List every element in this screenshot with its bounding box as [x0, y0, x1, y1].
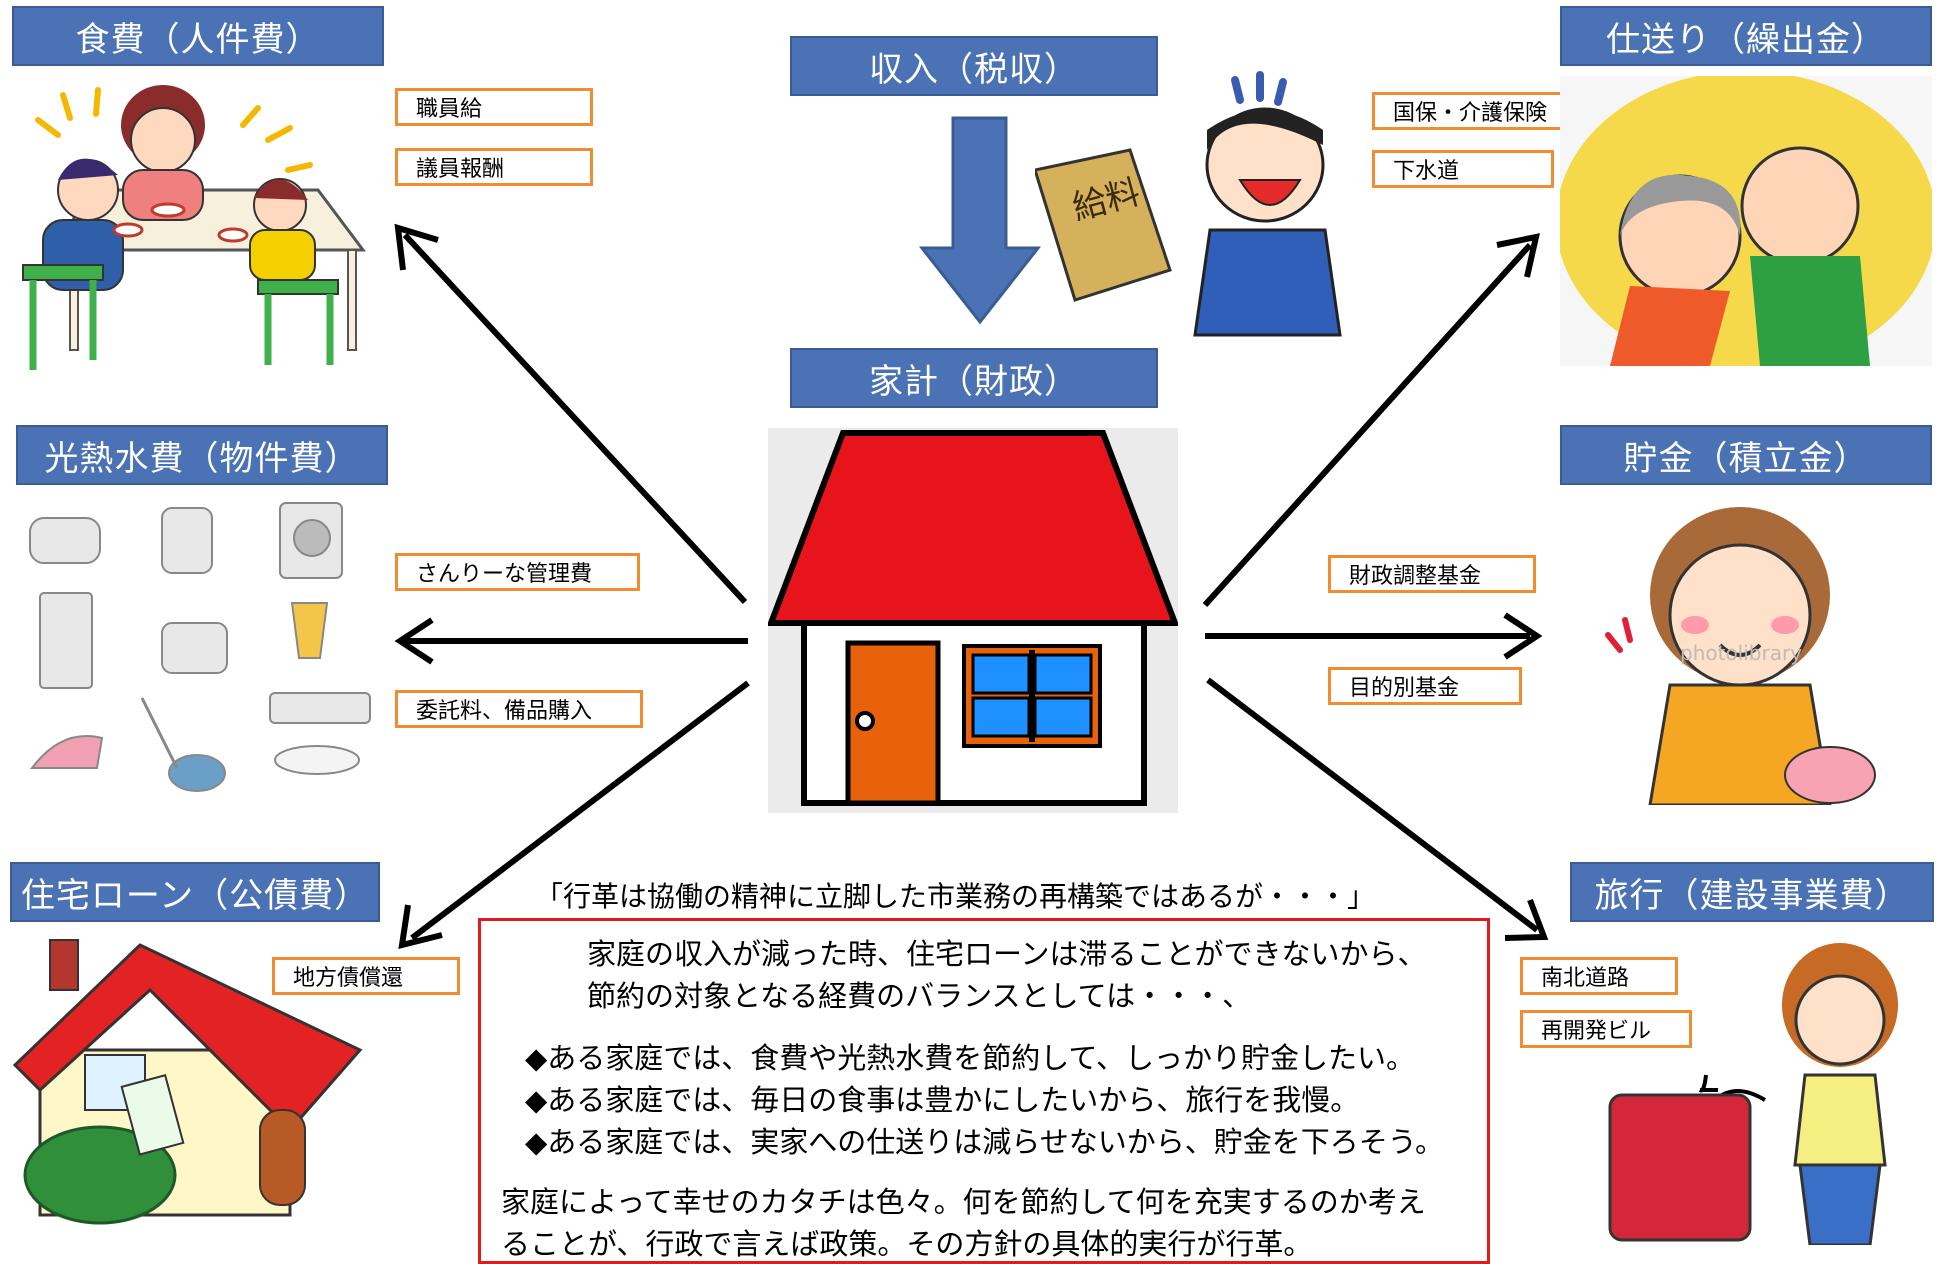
income-header: 収入（税収） — [790, 36, 1158, 96]
arrowhead-allowance — [1496, 233, 1540, 278]
appliances-illustration — [29, 502, 371, 792]
toaster — [161, 622, 228, 674]
loan-header: 住宅ローン（公債費） — [10, 862, 380, 922]
tag-council-pay: 議員報酬 — [395, 148, 593, 186]
loan-house-illustration — [12, 939, 363, 1225]
allowance-header: 仕送り（繰出金） — [1560, 6, 1932, 66]
roof — [768, 430, 1178, 626]
conclusion-line-1: 家庭によって幸せのカタチは色々。何を節約して何を充実するのか考え — [501, 1185, 1426, 1219]
tag-health-insurance: 国保・介護保険 — [1372, 92, 1594, 130]
tag-staff-salary: 職員給 — [395, 88, 593, 126]
household-header: 家計（財政） — [790, 348, 1158, 408]
tag-sewerage: 下水道 — [1372, 150, 1554, 188]
salary-man-illustration: 給料 — [1035, 71, 1342, 337]
ceiling-light — [274, 745, 360, 775]
arrow-to-allowance — [1202, 242, 1533, 608]
elderly-couple-illustration — [1560, 76, 1932, 366]
tag-facility-mgmt: さんりーな管理費 — [395, 553, 640, 591]
arrowhead-travel — [1504, 898, 1549, 941]
salary-bag — [1035, 148, 1172, 302]
conclusion-line-2: ることが、行政で言えば政策。その方針の具体的実行が行革。 — [501, 1227, 1313, 1261]
thermos — [161, 507, 213, 574]
watermark-text: photolibrary — [1680, 641, 1802, 665]
household-house-illustration — [768, 428, 1178, 813]
tag-bond-repayment: 地方債償還 — [272, 957, 460, 995]
arrowhead-utilities — [394, 617, 434, 665]
family-dining-illustration — [22, 85, 366, 370]
blender — [290, 602, 329, 659]
travel-header: 旅行（建設事業費） — [1570, 862, 1934, 922]
arrow-to-loan — [410, 680, 750, 941]
arrowhead-loan — [398, 904, 443, 950]
tag-purpose-fund: 目的別基金 — [1328, 667, 1522, 705]
piggy-bank — [1784, 746, 1876, 804]
utilities-header: 光熱水費（物件費） — [16, 425, 388, 485]
rice-cooker — [29, 517, 101, 564]
example-line-2: ◆ある家庭では、毎日の食事は豊かにしたいから、旅行を我慢。 — [525, 1083, 1360, 1117]
wallet — [23, 1125, 177, 1225]
air-conditioner — [269, 692, 371, 724]
saving-woman-illustration: photolibrary — [1605, 507, 1876, 805]
food-header: 食費（人件費） — [12, 6, 384, 66]
arrowhead-savings — [1503, 612, 1543, 660]
intro-line-1: 家庭の収入が減った時、住宅ローンは滞ることができないから、 — [587, 937, 1427, 971]
example-line-1: ◆ある家庭では、食費や光熱水費を節約して、しっかり貯金したい。 — [525, 1041, 1415, 1075]
example-line-3: ◆ある家庭では、実家への仕送りは減らせないから、貯金を下ろそう。 — [525, 1125, 1444, 1159]
tag-redevelopment: 再開発ビル — [1520, 1010, 1692, 1048]
income-down-arrow — [918, 116, 1042, 325]
intro-line-2: 節約の対象となる経費のバランスとしては・・・、 — [587, 979, 1252, 1013]
arrowhead-food — [394, 223, 439, 271]
tag-road: 南北道路 — [1520, 957, 1678, 995]
arrow-to-travel — [1206, 677, 1539, 933]
message-quote: 「行革は協働の精神に立脚した市業務の再構築ではあるが・・・」 — [535, 880, 1376, 913]
iron — [29, 735, 104, 769]
tag-fiscal-fund: 財政調整基金 — [1328, 555, 1536, 593]
savings-header: 貯金（積立金） — [1560, 425, 1932, 485]
suitcase — [1608, 1093, 1752, 1242]
tag-outsourcing: 委託料、備品購入 — [395, 690, 643, 728]
message-box: 家庭の収入が減った時、住宅ローンは滞ることができないから、 節約の対象となる経費… — [478, 918, 1490, 1264]
traveler-illustration — [1608, 943, 1898, 1245]
banknote — [120, 1074, 185, 1156]
vacuum — [168, 754, 226, 792]
arrow-to-food — [402, 232, 748, 605]
refrigerator — [39, 592, 93, 689]
